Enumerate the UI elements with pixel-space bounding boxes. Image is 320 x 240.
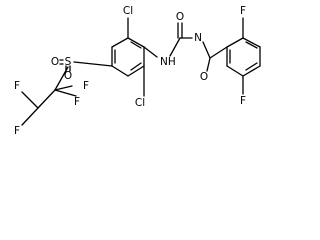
atom-label-nh-left: NH [160,56,176,68]
bond-line [37,89,56,109]
bond-line [245,41,258,49]
atom-label-o-amide: O [200,71,208,83]
bond-line [209,46,228,59]
bond-line [130,41,142,49]
atom-label-o-left: O [51,56,59,68]
atom-label-o-bottom: O [64,70,72,82]
bond-line [226,65,244,77]
bond-line [73,61,113,67]
atom-label-cl-bottom: Cl [135,97,145,109]
bond-line [143,46,158,58]
atom-label-f2: F [83,80,89,92]
atom-label-n-right: N [194,32,202,44]
atom-label-cl-top: Cl [123,5,133,17]
bond-line [21,91,39,109]
bond-line [169,37,181,57]
bond-line [130,62,142,71]
bond-line [54,85,73,91]
bond-line [242,65,261,77]
atom-label-f1: F [14,80,20,92]
atom-label-f3: F [74,96,80,108]
bond-line [21,107,39,126]
atom-label-f-top: F [240,5,246,17]
atom-label-s: S [65,56,72,68]
bond-lines [21,17,261,126]
bond-line [127,37,145,48]
bond-line [226,37,244,48]
bond-line [111,65,129,77]
atom-label-f-bottom: F [240,95,246,107]
bond-line [245,62,258,71]
bond-line [54,66,69,91]
bond-line [206,57,211,72]
atom-label-o-urea: O [176,11,184,23]
bond-line [127,65,145,77]
bond-line [111,37,129,48]
bond-line [54,89,77,97]
bond-line [202,41,211,59]
atom-label-f4: F [14,125,20,137]
bond-line [242,37,261,48]
